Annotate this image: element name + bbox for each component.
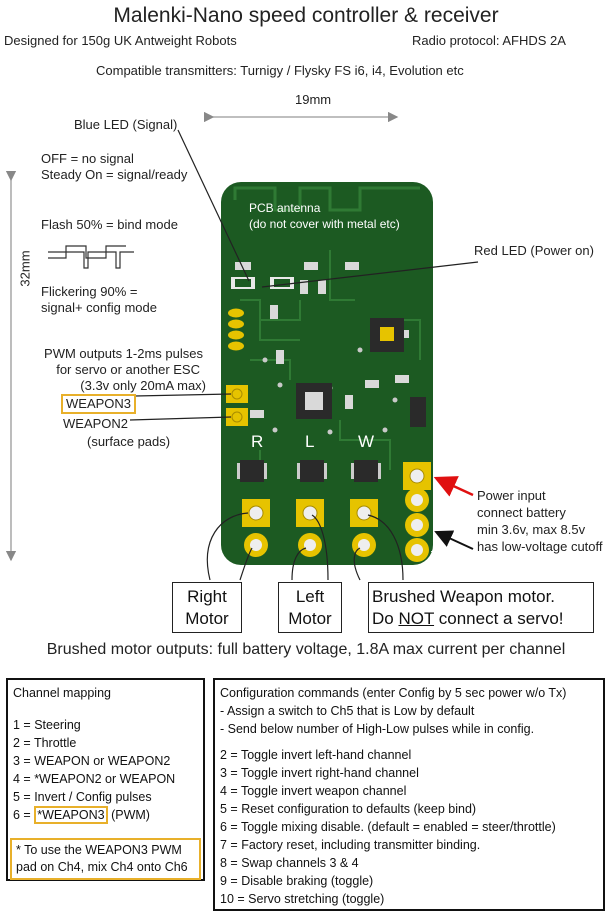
led-state-flicker-1: Flickering 90% =	[41, 284, 138, 299]
low-voltage-arrow	[434, 530, 474, 550]
channel-3: 3 = WEAPON or WEAPON2	[13, 754, 171, 768]
power-connect-label: connect battery	[477, 505, 566, 520]
right-motor-label-1: Right	[187, 587, 227, 606]
power-range-label: min 3.6v, max 8.5v	[477, 522, 586, 537]
motor-driver-weapon	[351, 460, 381, 482]
led-state-flicker-2: signal+ config mode	[41, 300, 157, 315]
weapon3-highlight: *WEAPON3	[34, 806, 108, 824]
side-pads	[228, 308, 244, 351]
pad-label-minus: —	[431, 543, 444, 558]
channel-mapping-title: Channel mapping	[13, 686, 111, 700]
left-motor-label-1: Left	[295, 587, 325, 606]
red-led-label: Red LED (Power on)	[474, 243, 594, 258]
channel-1: 1 = Steering	[13, 718, 81, 732]
width-dimension-label: 19mm	[295, 92, 332, 107]
left-motor-box: Left Motor	[278, 582, 342, 633]
config-item-7: 7 = Factory reset, including transmitter…	[220, 838, 481, 852]
flash-waveform	[48, 245, 126, 259]
blue-led	[231, 277, 255, 289]
microcontroller-chip	[370, 318, 404, 352]
motor-driver-left	[297, 460, 327, 482]
channel-mapping-panel: Channel mapping 1 = Steering 2 = Throttl…	[6, 678, 205, 881]
radio-protocol-text: Radio protocol: AFHDS 2A	[412, 33, 566, 48]
led-state-off: OFF = no signal	[41, 151, 134, 166]
config-intro-1: - Assign a switch to Ch5 that is Low by …	[220, 704, 475, 718]
led-state-steady: Steady On = signal/ready	[41, 167, 188, 182]
configuration-panel: Configuration commands (enter Config by …	[213, 678, 605, 911]
not-emphasis: NOT	[398, 609, 435, 628]
motor-driver-right	[237, 460, 267, 482]
regulator-chip	[410, 397, 426, 427]
config-item-3: 3 = Toggle invert right-hand channel	[220, 766, 419, 780]
power-input-arrow	[433, 476, 474, 497]
left-motor-label-2: Motor	[288, 609, 332, 628]
right-motor-box: Right Motor	[172, 582, 242, 633]
config-intro-2: - Send below number of High-Low pulses w…	[220, 722, 535, 736]
pad-label-plus: +	[436, 463, 445, 480]
surface-pads-label: (surface pads)	[87, 434, 171, 449]
pcb-antenna-trace	[233, 186, 420, 212]
pad-label-pwr: PWR	[433, 501, 450, 536]
channel-6: 6 = *WEAPON3 (PWM)	[13, 806, 150, 824]
pad-label-l: L	[305, 432, 314, 451]
config-item-10: 10 = Servo stretching (toggle)	[220, 892, 385, 906]
config-item-6: 6 = Toggle mixing disable. (default = en…	[220, 820, 556, 834]
height-dimension-label: 32mm	[17, 250, 33, 287]
power-pads	[403, 462, 431, 562]
channel-4: 4 = *WEAPON2 or WEAPON	[13, 772, 176, 786]
receiver-chip	[296, 383, 332, 419]
designed-for-text: Designed for 150g UK Antweight Robots	[4, 33, 237, 48]
weapon2-pad	[226, 408, 248, 426]
weapon3-label: WEAPON3	[61, 394, 137, 414]
pcb-antenna-warning: (do not cover with metal etc)	[249, 217, 400, 231]
brushed-outputs-note: Brushed motor outputs: full battery volt…	[46, 641, 566, 658]
compatible-transmitters-text: Compatible transmitters: Turnigy / Flysk…	[96, 63, 464, 78]
pwm-label-3: (3.3v only 20mA max)	[80, 378, 206, 393]
pad-label-w: W	[358, 432, 374, 451]
red-led	[270, 277, 294, 289]
right-motor-label-2: Motor	[185, 609, 229, 628]
weapon2-label: WEAPON2	[63, 416, 129, 431]
weapon-motor-box: Brushed Weapon motor. Do NOT connect a s…	[368, 582, 594, 633]
channel-5: 5 = Invert / Config pulses	[13, 790, 152, 804]
flicker-waveform	[48, 251, 134, 269]
pad-label-r: R	[251, 432, 263, 451]
config-item-5: 5 = Reset configuration to defaults (kee…	[220, 802, 477, 816]
pwm-label-2: for servo or another ESC	[56, 362, 200, 377]
config-item-4: 4 = Toggle invert weapon channel	[220, 784, 407, 798]
channel-2: 2 = Throttle	[13, 736, 77, 750]
power-cutoff-label: has low-voltage cutoff	[477, 539, 603, 554]
power-input-label: Power input	[477, 488, 546, 503]
led-state-flash: Flash 50% = bind mode	[41, 217, 178, 232]
weapon-motor-label-1: Brushed Weapon motor.	[372, 587, 556, 606]
weapon3-pad	[226, 385, 248, 403]
config-item-9: 9 = Disable braking (toggle)	[220, 874, 374, 888]
weapon-motor-label-2: Do NOT connect a servo!	[372, 609, 564, 628]
weapon3-note-1: * To use the WEAPON3 PWM	[16, 843, 182, 857]
pcb-antenna-label: PCB antenna	[249, 201, 321, 215]
weapon3-note: * To use the WEAPON3 PWM pad on Ch4, mix…	[10, 838, 201, 880]
blue-led-label: Blue LED (Signal)	[74, 117, 178, 132]
page-title: Malenki-Nano speed controller & receiver	[113, 4, 499, 27]
config-item-8: 8 = Swap channels 3 & 4	[220, 856, 359, 870]
pwm-label-1: PWM outputs 1-2ms pulses	[44, 346, 203, 361]
config-title: Configuration commands (enter Config by …	[220, 686, 567, 700]
weapon3-note-2: pad on Ch4, mix Ch4 onto Ch6	[16, 860, 188, 874]
config-item-2: 2 = Toggle invert left-hand channel	[220, 748, 412, 762]
board-diagram: R L W + PWR — PCB antenna (do not cover …	[5, 111, 479, 581]
motor-pads	[242, 499, 378, 557]
